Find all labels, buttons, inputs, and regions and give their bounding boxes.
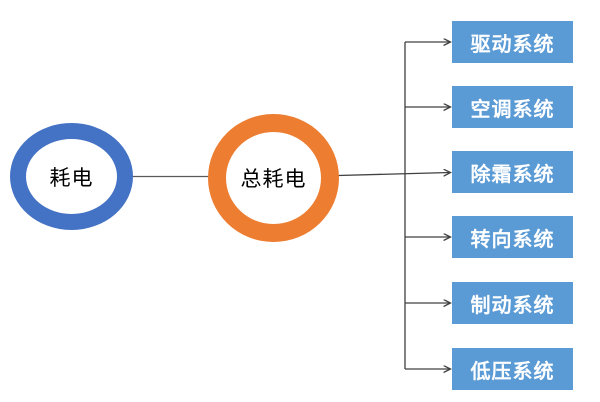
branch-label-drive-system: 驱动系统 [470,33,555,56]
branch-node-steering-system: 转向系统 [452,216,573,258]
branch-label-low-voltage-system: 低压系统 [470,360,555,383]
hub-node-label: 总耗电 [240,168,307,191]
branch-node-drive-system: 驱动系统 [452,21,573,63]
edge-hub-defrost [337,173,450,176]
branch-label-ac-system: 空调系统 [470,98,555,121]
branch-label-brake-system: 制动系统 [470,294,555,317]
branch-node-low-voltage-system: 低压系统 [452,348,573,390]
root-node-label: 耗电 [49,166,94,190]
branch-label-defrost-system: 除霜系统 [470,163,555,186]
hub-node: 总耗电 [208,114,339,242]
branch-node-brake-system: 制动系统 [452,282,573,324]
root-node: 耗电 [10,123,133,230]
branch-node-ac-system: 空调系统 [452,86,573,128]
branch-node-defrost-system: 除霜系统 [452,151,573,193]
branch-label-steering-system: 转向系统 [470,228,555,251]
